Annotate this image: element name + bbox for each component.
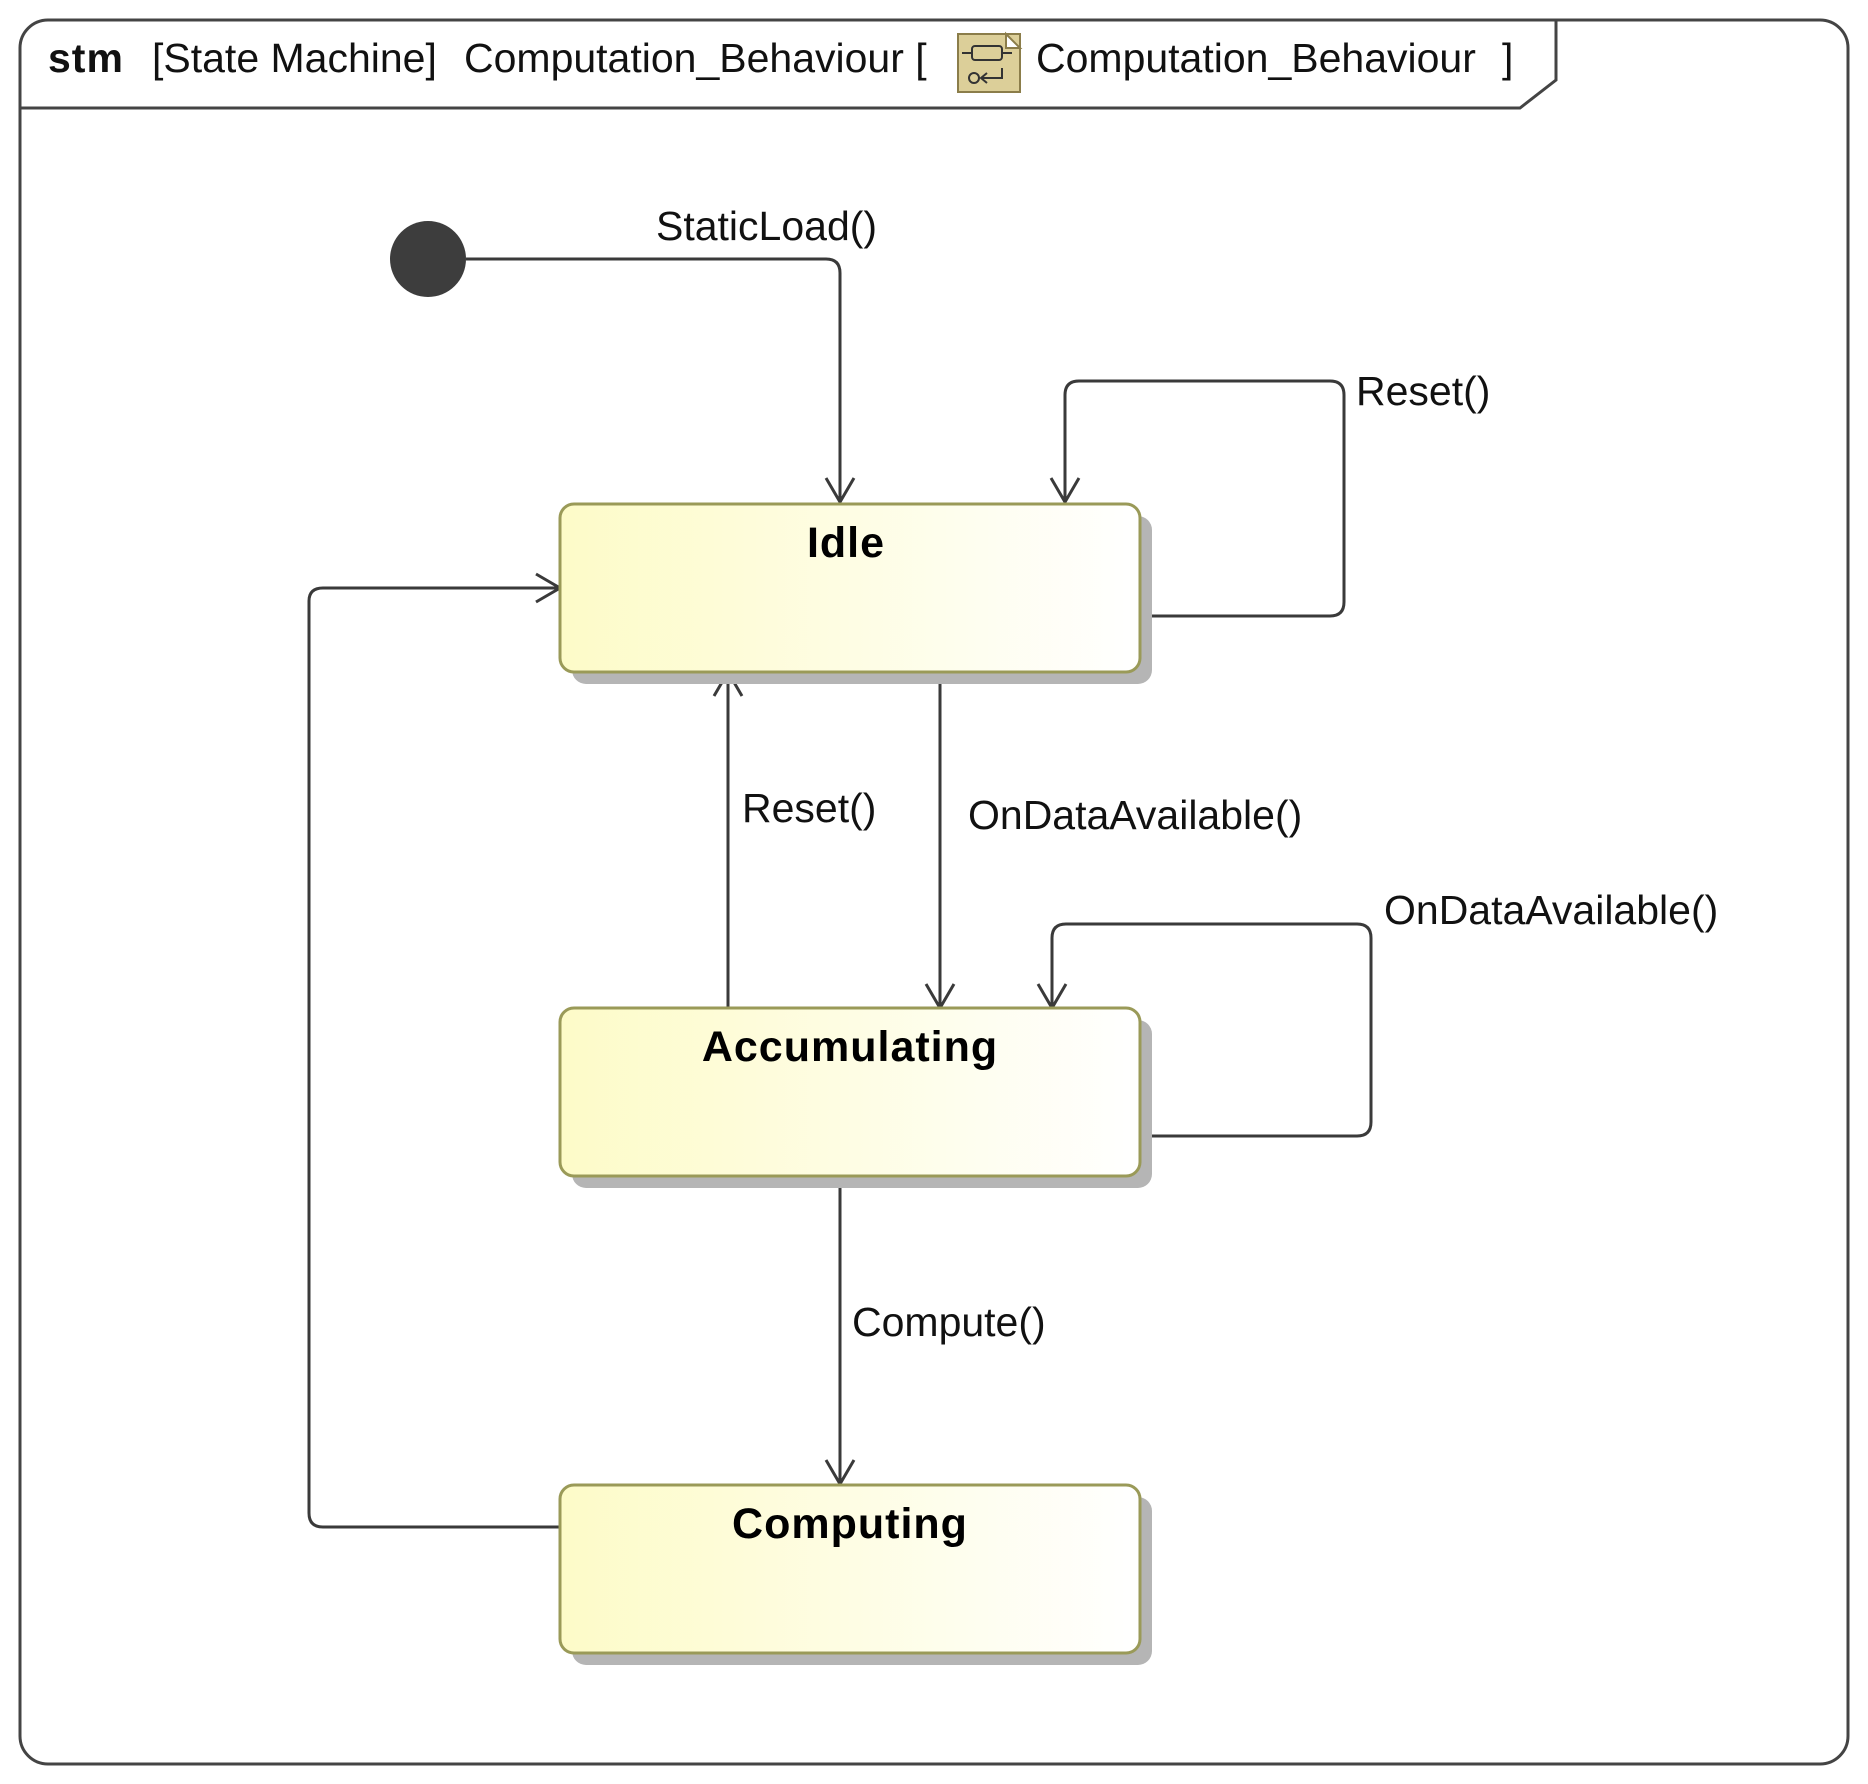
label-compute: Compute() [852, 1299, 1046, 1345]
state-machine-icon [957, 31, 1023, 93]
label-accumulating-ondataavailable: OnDataAvailable() [1384, 887, 1718, 933]
header-ref-name: Computation_Behaviour [1036, 35, 1476, 81]
frame-header: stm [State Machine] Computation_Behaviou… [48, 31, 1513, 93]
header-close-bracket: ] [1502, 35, 1513, 81]
state-computing[interactable]: Computing [558, 1483, 1152, 1665]
header-name: Computation_Behaviour [ [464, 35, 927, 81]
state-accumulating[interactable]: Accumulating [558, 1006, 1152, 1188]
label-staticload: StaticLoad() [656, 203, 877, 249]
label-idle-ondataavailable: OnDataAvailable() [968, 792, 1302, 838]
initial-node[interactable] [390, 221, 466, 297]
label-idle-reset: Reset() [1356, 368, 1490, 414]
state-idle-name: Idle [807, 519, 885, 567]
header-keyword: stm [48, 35, 124, 81]
state-idle[interactable]: Idle [558, 502, 1152, 684]
state-computing-name: Computing [732, 1500, 968, 1548]
transition-idle-self-reset[interactable] [1049, 379, 1346, 618]
label-accumulating-reset: Reset() [742, 785, 876, 831]
header-kind: [State Machine] [152, 35, 437, 81]
state-accumulating-name: Accumulating [702, 1023, 998, 1071]
transition-initial-to-idle[interactable] [466, 257, 856, 505]
diagram-frame [18, 18, 1850, 1766]
